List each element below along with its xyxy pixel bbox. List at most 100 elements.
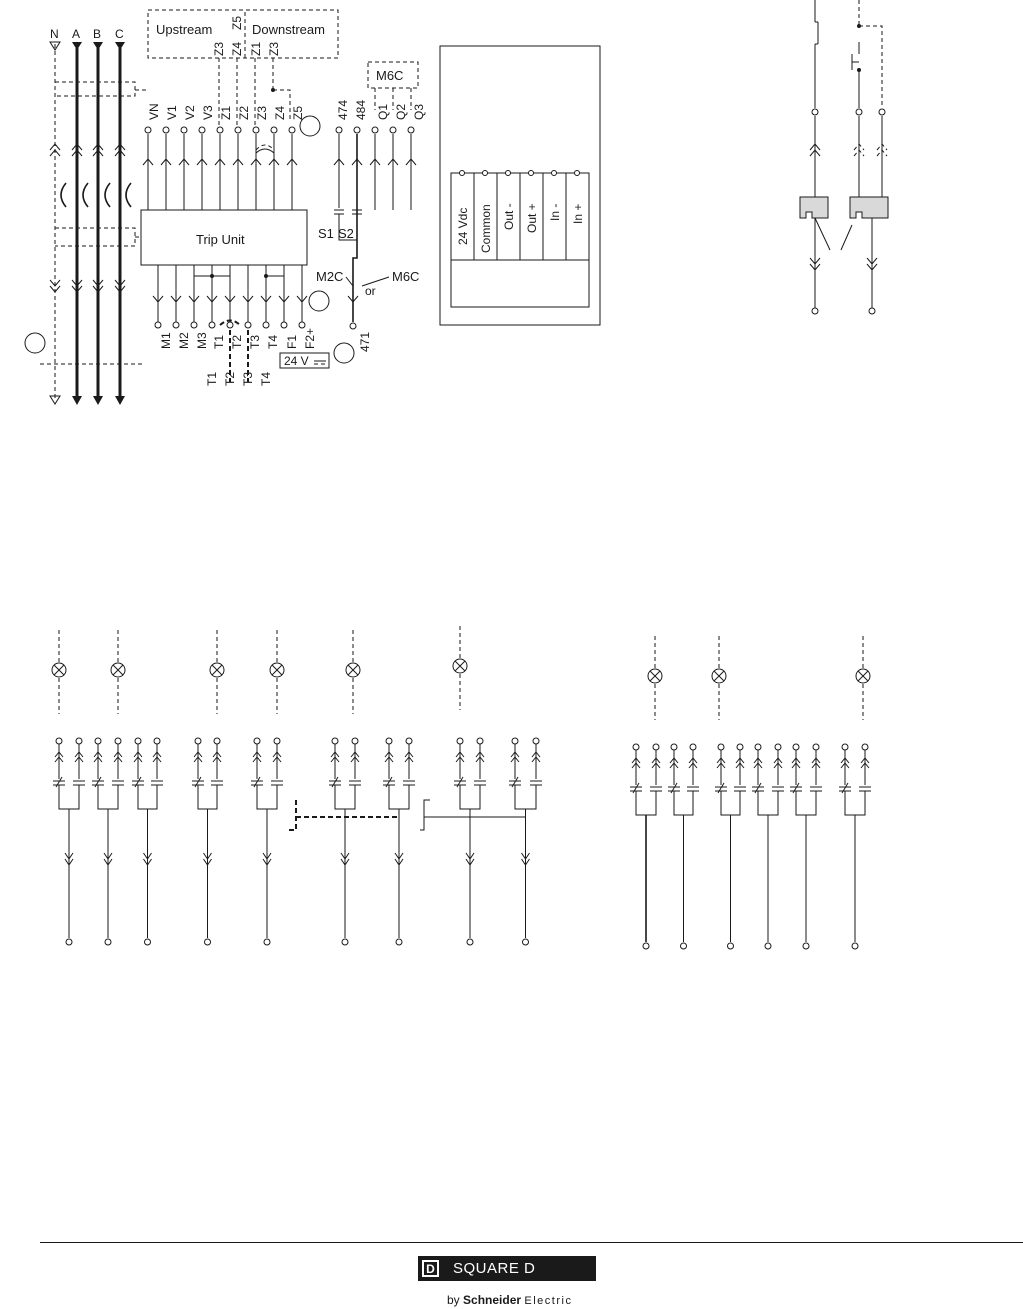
supply-label: 24 V [284, 354, 309, 368]
callout-circle-f [308, 290, 330, 312]
contact-icon [112, 780, 124, 786]
contact-icon [151, 780, 163, 786]
phase-b-arrow-bottom [93, 396, 103, 405]
phase-disconnects [49, 143, 126, 293]
down-pin-z3: Z3 [267, 42, 281, 56]
callout-circle [24, 332, 46, 354]
indicator-circuits-left [51, 626, 542, 946]
io-terminal-in-plus: In + [571, 204, 585, 224]
pin-q3: Q3 [412, 104, 426, 120]
terminal-z2: Z2 [237, 106, 251, 120]
callout-circle-24v [333, 342, 355, 364]
m2c-label: M2C [316, 269, 343, 284]
link-t1: T1 [205, 372, 219, 386]
pin-484: 484 [354, 100, 368, 120]
terminal-t4: T4 [266, 335, 280, 349]
contact-icon [271, 780, 283, 786]
power-circuit: N A B C [24, 27, 148, 405]
terminal-v1: V1 [165, 105, 179, 120]
up-pin-z3: Z3 [212, 42, 226, 56]
contact-icon [474, 780, 486, 786]
terminal-m2: M2 [177, 332, 191, 349]
pin-471: 471 [358, 332, 372, 352]
contact-icon [211, 780, 223, 786]
contact-icon [810, 786, 822, 792]
or-label: or [365, 284, 376, 298]
up-pin-z4: Z4 [230, 42, 244, 56]
terminal-z5: Z5 [291, 106, 305, 120]
breaker-contacts [60, 182, 132, 208]
terminal-m1: M1 [159, 332, 173, 349]
io-terminal-24vdc: 24 Vdc [456, 208, 470, 245]
s2-label: S2 [338, 226, 354, 241]
phase-a-arrow-top [72, 42, 82, 50]
m6c-box-label: M6C [376, 68, 403, 83]
comm-section: M6C 474 484 Q1 Q2 Q3 S1 S2 M2C or M6C 47… [316, 61, 426, 352]
terminal-vn: VN [147, 103, 161, 120]
zone-interlock-box: Upstream Downstream Z3 Z4 Z5 Z1 Z3 [147, 9, 339, 130]
contact-icon [687, 786, 699, 792]
contact-icon [73, 780, 85, 786]
byline-electric: Electric [524, 1295, 573, 1307]
trip-unit-label: Trip Unit [196, 232, 245, 247]
terminal-t2: T2 [230, 335, 244, 349]
indicator-circuits-right [630, 636, 871, 950]
terminal-v3: V3 [201, 105, 215, 120]
upstream-label: Upstream [156, 22, 212, 37]
terminal-v2: V2 [183, 105, 197, 120]
byline-company: Schneider [463, 1293, 522, 1307]
m6c-label: M6C [392, 269, 419, 284]
io-module: 24 Vdc Common Out - Out + In - In + [439, 45, 601, 326]
link-t4: T4 [259, 372, 273, 386]
link-t3: T3 [241, 372, 255, 386]
up-pin-z5: Z5 [230, 16, 244, 30]
phase-label-b: B [93, 27, 101, 41]
phase-b-arrow-top [93, 42, 103, 50]
phase-a-arrow-bottom [72, 396, 82, 405]
terminal-t1: T1 [212, 335, 226, 349]
contact-icon [772, 786, 784, 792]
phase-c-arrow-top [115, 42, 125, 50]
terminal-z1: Z1 [219, 106, 233, 120]
phase-label-n: N [50, 27, 59, 41]
neutral-arrow-bottom [49, 395, 61, 405]
pin-q2: Q2 [394, 104, 408, 120]
down-pin-z1: Z1 [249, 42, 263, 56]
aux-contact-block-2 [849, 196, 889, 219]
logo-brand: SQUARE D [453, 1260, 536, 1277]
phase-c-arrow-bottom [115, 396, 125, 405]
byline-by: by [447, 1293, 460, 1307]
logo-mark: D [422, 1260, 439, 1277]
byline: by Schneider Electric [447, 1293, 572, 1307]
downstream-label: Downstream [252, 22, 325, 37]
trip-unit-box [140, 209, 308, 266]
voltage-sensor-bus [55, 81, 136, 97]
io-terminal-common: Common [479, 204, 493, 253]
io-terminal-out-plus: Out + [525, 203, 539, 233]
square-d-logo: D SQUARE D [418, 1256, 596, 1281]
link-t2: T2 [223, 372, 237, 386]
phase-label-c: C [115, 27, 124, 41]
trip-unit-top-terminals: VN V1 V2 V3 Z1 Z2 Z3 Z4 Z5 [142, 88, 321, 210]
pin-474: 474 [336, 100, 350, 120]
contact-icon [734, 786, 746, 792]
contact-icon [530, 780, 542, 786]
pin-q1: Q1 [376, 104, 390, 120]
terminal-f2: F2+ [303, 328, 317, 349]
trip-unit-bottom-terminals: M1 M2 M3 T1 T2 T3 T4 F1 F2+ T1 T2 T3 T4 … [152, 265, 355, 386]
s1-label: S1 [318, 226, 334, 241]
auxiliary-switch-circuit [799, 0, 889, 315]
terminal-z3: Z3 [255, 106, 269, 120]
current-sensor-bus [55, 227, 136, 247]
footer-rule [40, 1242, 1023, 1243]
contact-icon [403, 780, 415, 786]
terminal-t3: T3 [248, 335, 262, 349]
terminal-z4: Z4 [273, 106, 287, 120]
callout-circle-z5 [299, 115, 321, 137]
contact-icon [650, 786, 662, 792]
contact-icon [349, 780, 361, 786]
neutral-arrow-top [49, 41, 61, 51]
terminal-f1: F1 [285, 335, 299, 349]
io-terminal-out-minus: Out - [502, 203, 516, 230]
